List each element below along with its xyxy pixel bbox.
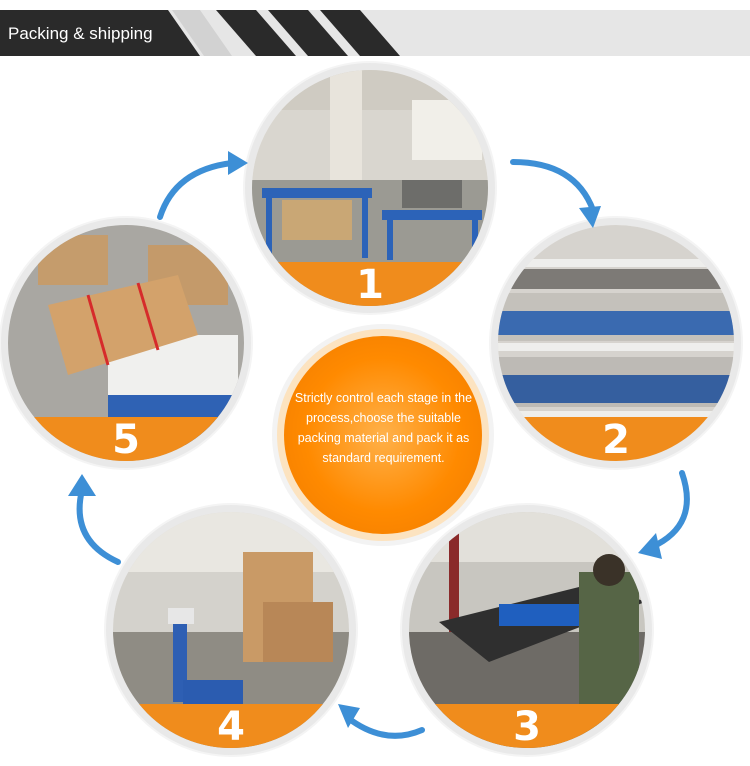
header-title-plate — [0, 10, 200, 56]
step-3-band — [409, 704, 645, 748]
step-3-number: 3 — [513, 704, 541, 748]
step-4-number: 4 — [217, 704, 245, 748]
step-2-circle: 2 — [498, 225, 734, 461]
center-message: Strictly control each stage in the proce… — [294, 391, 473, 465]
step-4-circle: 4 — [113, 512, 349, 748]
arrow-icon — [68, 474, 121, 565]
header-title: Packing & shipping — [8, 24, 153, 43]
step-3-circle: 3 — [409, 512, 645, 748]
step-1-circle: 1 — [252, 70, 488, 306]
arrow-icon — [157, 151, 248, 220]
step-1-band — [252, 262, 488, 306]
step-1-number: 1 — [356, 262, 384, 306]
step-2-number: 2 — [602, 417, 630, 461]
step-4-band — [113, 704, 349, 748]
arrow-icon — [638, 470, 690, 559]
step-5-band — [8, 417, 244, 461]
arrow-icon — [510, 159, 601, 228]
center-circle — [284, 336, 482, 534]
arrow-icon — [338, 704, 425, 739]
step-5-circle: 5 — [8, 225, 244, 461]
step-2-band — [498, 417, 734, 461]
step-1-photo — [252, 70, 488, 306]
step-5-number: 5 — [112, 417, 140, 461]
